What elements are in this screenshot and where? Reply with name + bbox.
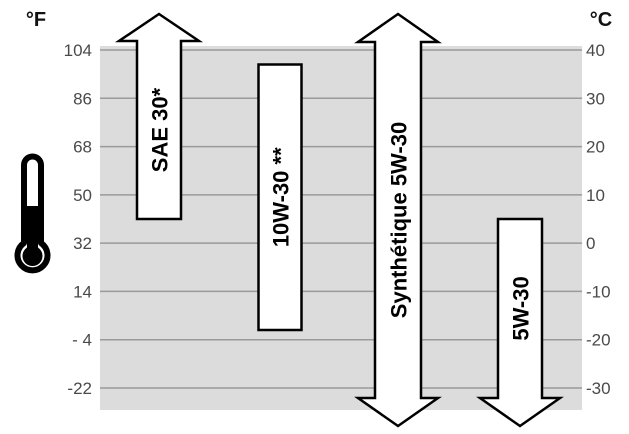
celsius-tick-label: 20: [586, 138, 605, 157]
fahrenheit-tick-label: 32: [73, 234, 92, 253]
oil-band-arrow: [354, 12, 442, 428]
fahrenheit-unit-label: °F: [26, 9, 46, 31]
celsius-tick-label: -30: [586, 379, 611, 398]
oil-bands: SAE 30* 10W-30 ** Synthétique 5W-30 5W-30: [114, 12, 564, 428]
fahrenheit-tick-label: 68: [73, 138, 92, 157]
fahrenheit-tick-label: 104: [64, 41, 92, 60]
oil-band-label: 5W-30: [509, 276, 534, 340]
oil-band-arrow: [114, 12, 204, 221]
fahrenheit-tick-label: 50: [73, 186, 92, 205]
oil-band-arrow: [476, 217, 564, 428]
celsius-unit-label: °C: [590, 9, 612, 31]
celsius-tick-label: -20: [586, 331, 611, 350]
fahrenheit-tick-label: 86: [73, 89, 92, 108]
celsius-tick-label: 40: [586, 41, 605, 60]
celsius-tick-label: -10: [586, 282, 611, 301]
fahrenheit-axis: 104 86 68 50 32 14 - 4 -22: [64, 41, 92, 398]
oil-band-label: Synthétique 5W-30: [387, 122, 412, 318]
fahrenheit-tick-label: -22: [67, 379, 92, 398]
fahrenheit-tick-label: 14: [73, 282, 92, 301]
thermometer-icon: [14, 153, 51, 274]
oil-band-label: SAE 30*: [148, 87, 173, 172]
oil-band-label: 10W-30 **: [269, 147, 294, 247]
celsius-tick-label: 0: [586, 234, 595, 253]
celsius-tick-label: 30: [586, 89, 605, 108]
fahrenheit-tick-label: - 4: [72, 331, 92, 350]
celsius-axis: 40 30 20 10 0 -10 -20 -30: [586, 41, 611, 398]
oil-band-arrow: [257, 63, 303, 332]
celsius-tick-label: 10: [586, 186, 605, 205]
